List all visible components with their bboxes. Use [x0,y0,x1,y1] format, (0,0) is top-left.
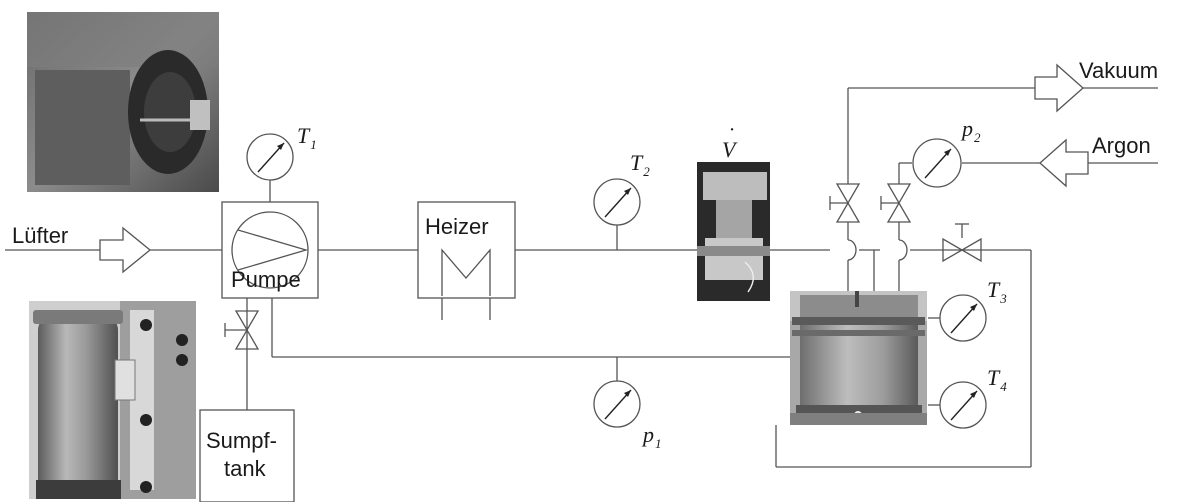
fan-inlet-arrow [99,226,152,274]
sump-label-line2: tank [224,456,267,481]
sump-tank-box [199,409,295,502]
vacuum-valve [835,183,861,223]
t1-symbol: T1 [297,123,317,152]
heater [417,201,516,299]
vessel-photo [790,291,927,425]
p1-gauge [593,380,641,428]
bypass-valve [942,237,982,263]
pipe-network [5,87,1040,468]
p2-gauge [912,138,962,188]
t2-symbol: T2 [630,150,650,179]
sump-label-line1: Sumpf- [206,428,277,453]
fan-photo [27,12,219,192]
t2-gauge [593,178,641,226]
t3-symbol: T3 [987,277,1007,306]
heater-label: Heizer [425,214,489,239]
fan-label: Lüfter [12,223,68,248]
p1-symbol: p1 [641,422,662,451]
pump-label: Pumpe [231,267,301,292]
argon-inlet-arrow [1039,138,1089,188]
vacuum-label: Vakuum [1079,58,1158,83]
t1-gauge [246,133,294,181]
p2-symbol: p2 [960,116,981,145]
t4-gauge [939,381,987,429]
flow-symbol: V [722,137,738,162]
sump-valve [234,310,260,350]
argon-label: Argon [1092,133,1151,158]
pump [221,201,319,299]
flow-dot: ˙ [727,123,734,148]
vacuum-outlet-arrow [1034,63,1084,113]
sump-tank-photo [29,301,196,499]
argon-valve [886,183,912,223]
t4-symbol: T4 [987,365,1007,394]
t3-gauge [939,294,987,342]
flowmeter-photo [697,162,770,301]
